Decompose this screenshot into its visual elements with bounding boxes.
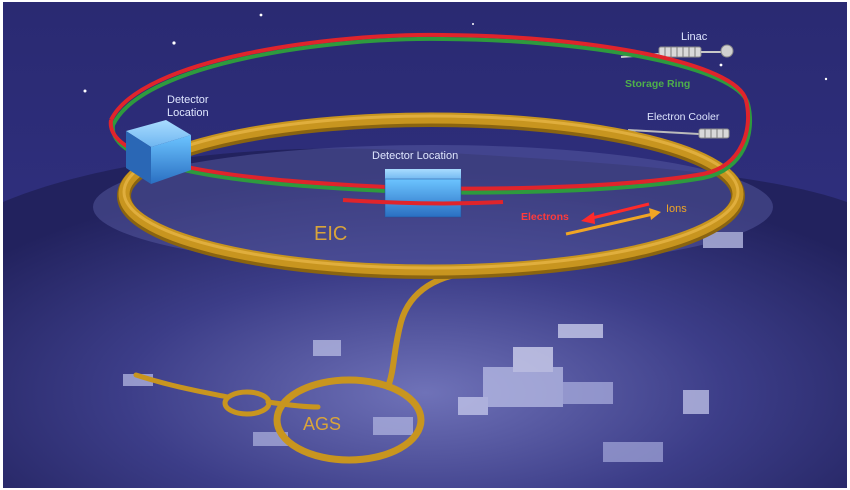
detector-location-center-label: Detector Location xyxy=(372,150,458,162)
storage-ring-label: Storage Ring xyxy=(625,78,690,90)
electrons-label: Electrons xyxy=(521,211,569,223)
beam-direction-arrows xyxy=(565,202,661,236)
storage-ring-back xyxy=(109,32,750,126)
electron-beam-through-detector xyxy=(342,198,504,206)
ags-label: AGS xyxy=(303,414,341,434)
ions-label: Ions xyxy=(666,203,687,215)
detector-location-left-line-2: Location xyxy=(167,107,209,119)
electron-cooler xyxy=(627,128,730,139)
detector-center xyxy=(384,169,462,218)
detector-left xyxy=(126,120,191,184)
linac-label: Linac xyxy=(681,31,708,43)
sky-stars xyxy=(83,13,828,93)
ags-ring xyxy=(273,376,425,464)
diagram-canvas: Linac Storage Ring Electron Cooler Detec… xyxy=(3,2,847,488)
eic-aerial-diagram: Linac Storage Ring Electron Cooler Detec… xyxy=(3,2,847,488)
electron-cooler-label: Electron Cooler xyxy=(647,111,720,123)
terrain xyxy=(3,148,847,488)
detector-location-left-label: Detector Location xyxy=(167,94,212,119)
detector-location-left-line-1: Detector xyxy=(167,94,209,106)
eic-label: EIC xyxy=(314,223,347,245)
